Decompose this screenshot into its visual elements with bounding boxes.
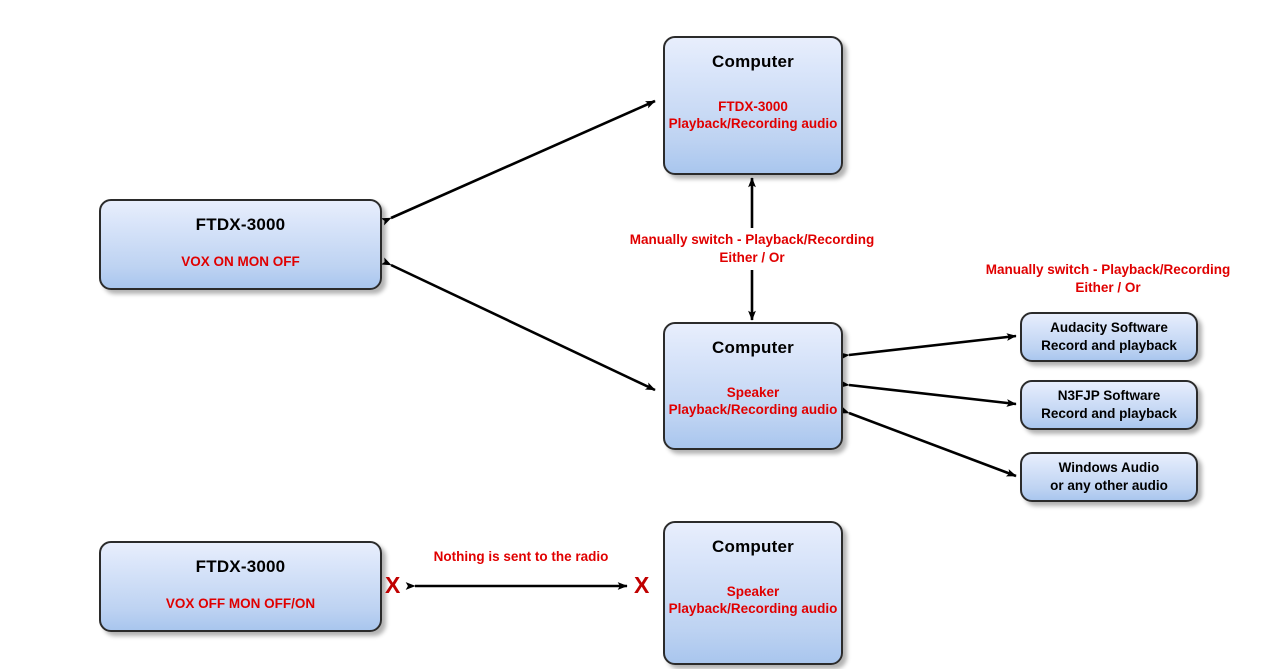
edge-computer-middle-to-audacity: [839, 333, 1017, 360]
node-detail: FTDX-3000 Playback/Recording audio: [668, 99, 838, 132]
node-software-windows-audio[interactable]: Windows Audio or any other audio: [1020, 452, 1198, 502]
label-nothing-sent-to-radio: Nothing is sent to the radio: [433, 549, 609, 564]
node-title: FTDX-3000: [195, 215, 286, 234]
node-software-audacity[interactable]: Audacity Software Record and playback: [1020, 312, 1198, 362]
node-computer-bottom[interactable]: Computer Speaker Playback/Recording audi…: [663, 521, 843, 665]
node-detail: VOX OFF MON OFF/ON: [165, 596, 316, 611]
node-title: Audacity Software Record and playback: [1041, 320, 1177, 353]
label-manual-switch-center: Manually switch - Playback/Recording Eit…: [629, 232, 875, 265]
node-radio-bottom[interactable]: FTDX-3000 VOX OFF MON OFF/ON: [99, 541, 382, 632]
node-title: FTDX-3000: [195, 557, 286, 576]
node-software-n3fjp[interactable]: N3FJP Software Record and playback: [1020, 380, 1198, 430]
x-mark-left: X: [385, 572, 401, 598]
node-title: N3FJP Software Record and playback: [1041, 388, 1177, 421]
edge-computer-middle-to-n3fjp: [839, 380, 1017, 407]
node-detail: VOX ON MON OFF: [181, 254, 300, 269]
edge-radio-top-to-computer-top: [380, 99, 656, 226]
node-computer-middle[interactable]: Computer Speaker Playback/Recording audi…: [663, 322, 843, 450]
node-title: Computer: [712, 338, 794, 357]
node-title: Windows Audio or any other audio: [1050, 460, 1168, 493]
node-title: Computer: [712, 537, 794, 556]
node-title: Computer: [712, 52, 794, 71]
node-detail: Speaker Playback/Recording audio: [668, 584, 838, 617]
edge-computer-middle-to-windows-audio: [838, 406, 1017, 478]
edge-radio-top-to-computer-middle: [380, 257, 656, 392]
x-mark-right: X: [634, 572, 650, 598]
node-radio-top[interactable]: FTDX-3000 VOX ON MON OFF: [99, 199, 382, 290]
node-detail: Speaker Playback/Recording audio: [668, 385, 838, 418]
node-computer-top[interactable]: Computer FTDX-3000 Playback/Recording au…: [663, 36, 843, 175]
label-manual-switch-right: Manually switch - Playback/Recording Eit…: [985, 262, 1231, 295]
